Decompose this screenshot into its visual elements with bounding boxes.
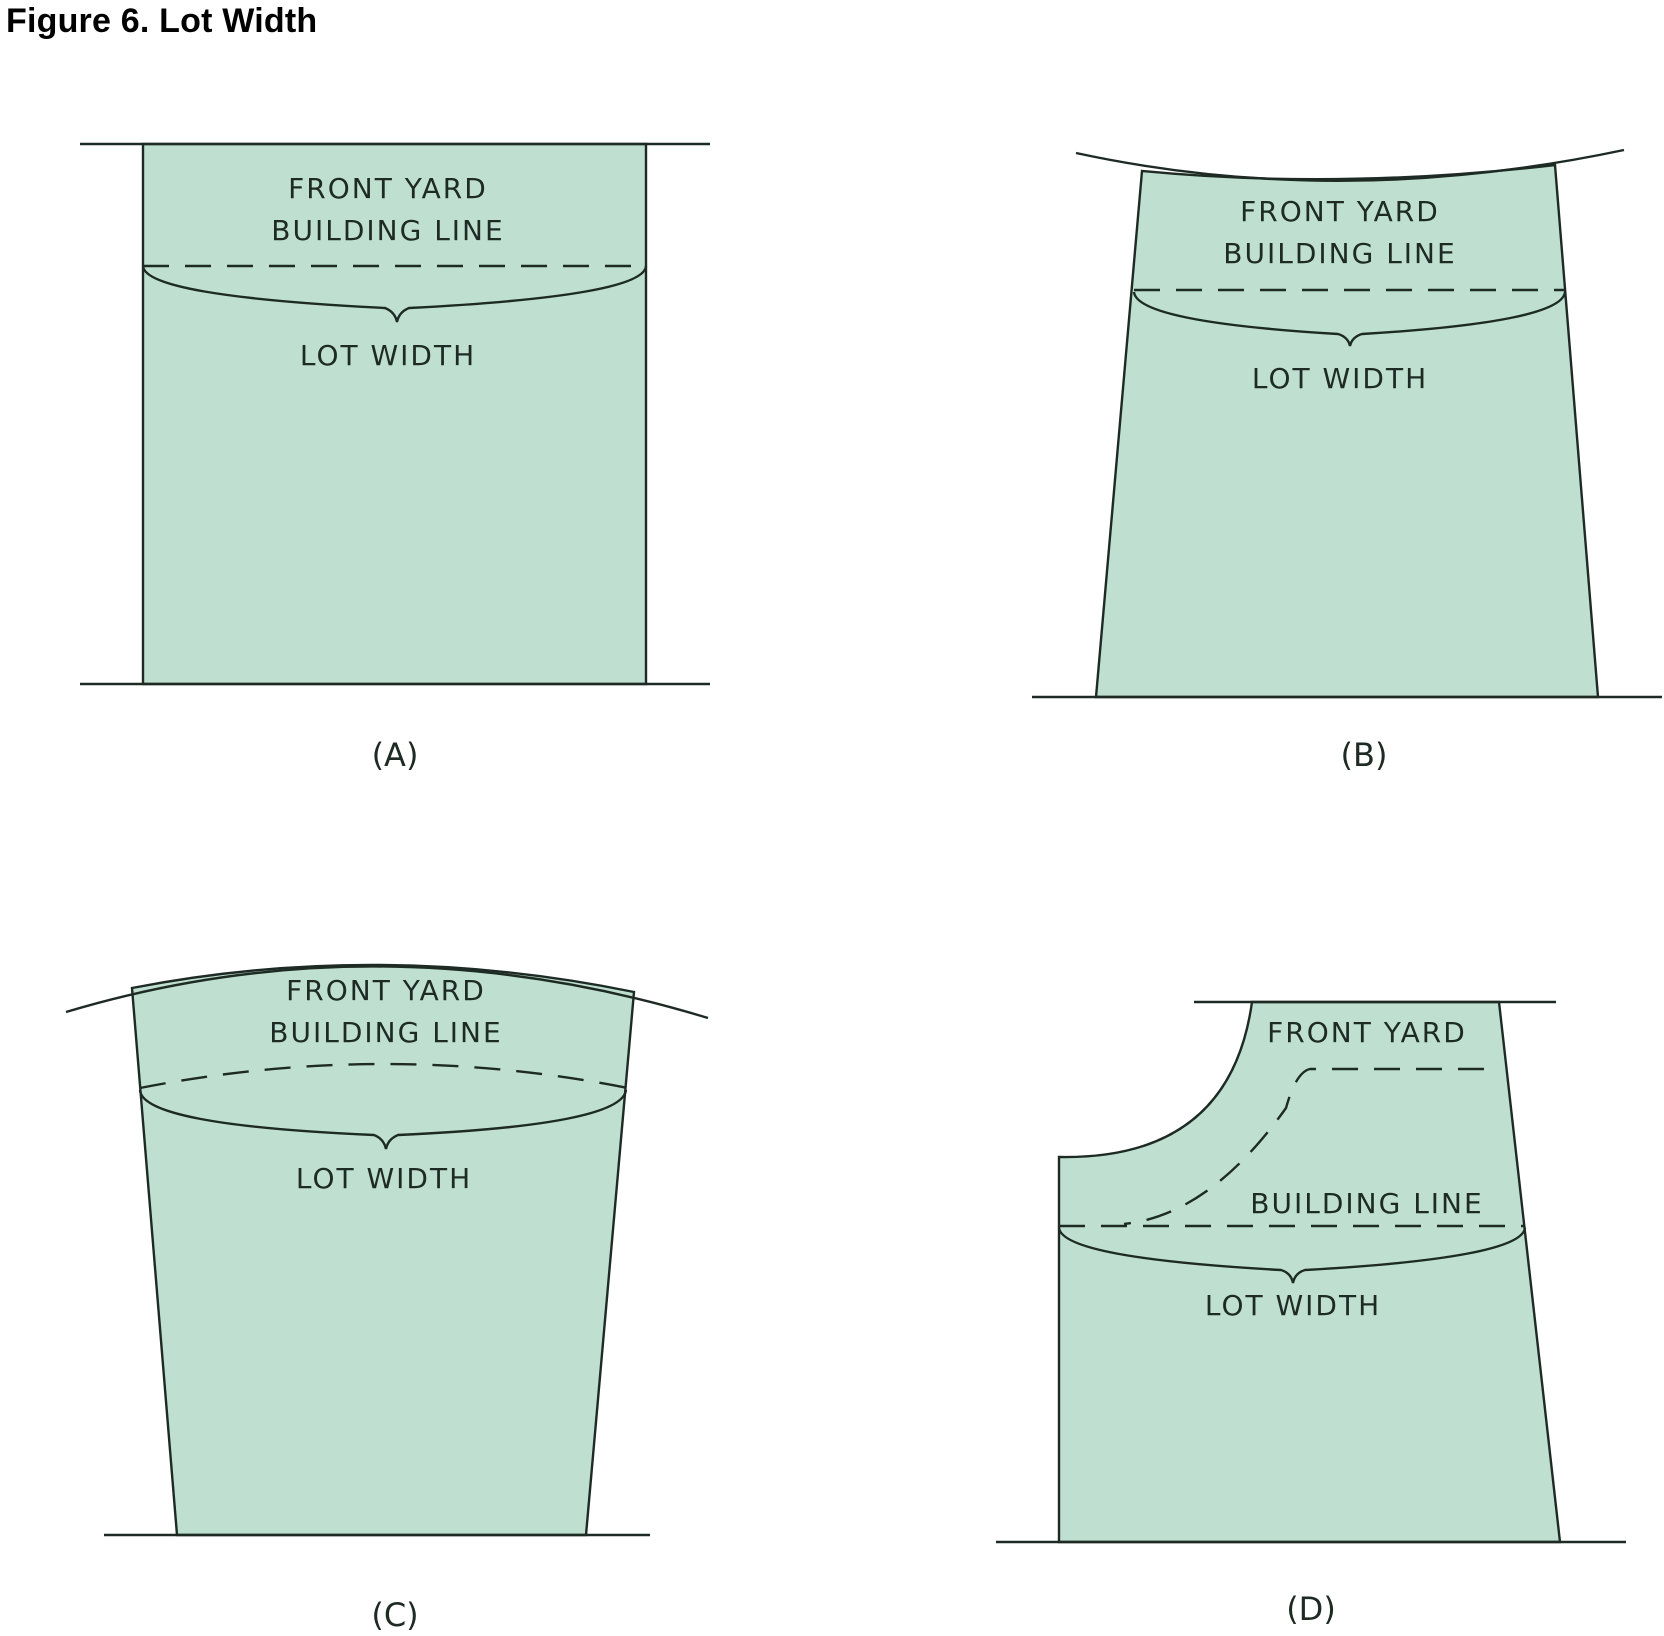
panel-a: FRONT YARD BUILDING LINE LOT WIDTH (A) [80,142,710,774]
panel-b-lot-width-brace [1132,291,1567,347]
panel-b: FRONT YARD BUILDING LINE LOT WIDTH (B) [1032,148,1662,774]
panel-d-caption: (D) [1286,1590,1336,1628]
panel-c-building-line-label: BUILDING LINE [269,1016,502,1049]
panel-c-front-street-curve [65,965,709,1020]
panel-b-lot [1094,163,1600,699]
panel-c-building-line [139,1062,629,1090]
panel-b-front-yard-label: FRONT YARD [1240,195,1440,228]
panel-a-caption: (A) [372,736,419,774]
panel-a-lot [141,142,648,686]
panel-d-lot-width-brace [1057,1227,1527,1284]
panel-b-front-street-curve [1075,148,1625,182]
panel-d-lot [1057,1000,1562,1544]
panel-d-lot-width-label: LOT WIDTH [1205,1289,1381,1322]
panel-c: FRONT YARD BUILDING LINE LOT WIDTH (C) [65,963,709,1634]
panel-b-building-line-label: BUILDING LINE [1223,237,1456,270]
panel-d: FRONT YARD BUILDING LINE LOT WIDTH (D) [996,1000,1626,1628]
panel-c-lot-width-label: LOT WIDTH [296,1162,472,1195]
panel-d-building-line-label: BUILDING LINE [1250,1187,1483,1220]
panel-d-front-yard-setback-line [1123,1067,1484,1226]
panel-a-building-line-label: BUILDING LINE [271,214,504,247]
panel-a-front-yard-label: FRONT YARD [288,172,488,205]
figure-title: Figure 6. Lot Width [6,2,318,40]
panel-b-lot-width-label: LOT WIDTH [1252,362,1428,395]
panel-c-front-yard-label: FRONT YARD [286,974,486,1007]
panel-c-lot-width-brace [138,1089,628,1150]
panel-b-caption: (B) [1341,736,1388,774]
panel-d-front-yard-label: FRONT YARD [1267,1016,1467,1049]
panel-a-lot-width-label: LOT WIDTH [300,339,476,372]
panel-c-lot [130,963,636,1537]
panel-c-caption: (C) [371,1596,418,1634]
panel-a-lot-width-brace [141,265,648,323]
